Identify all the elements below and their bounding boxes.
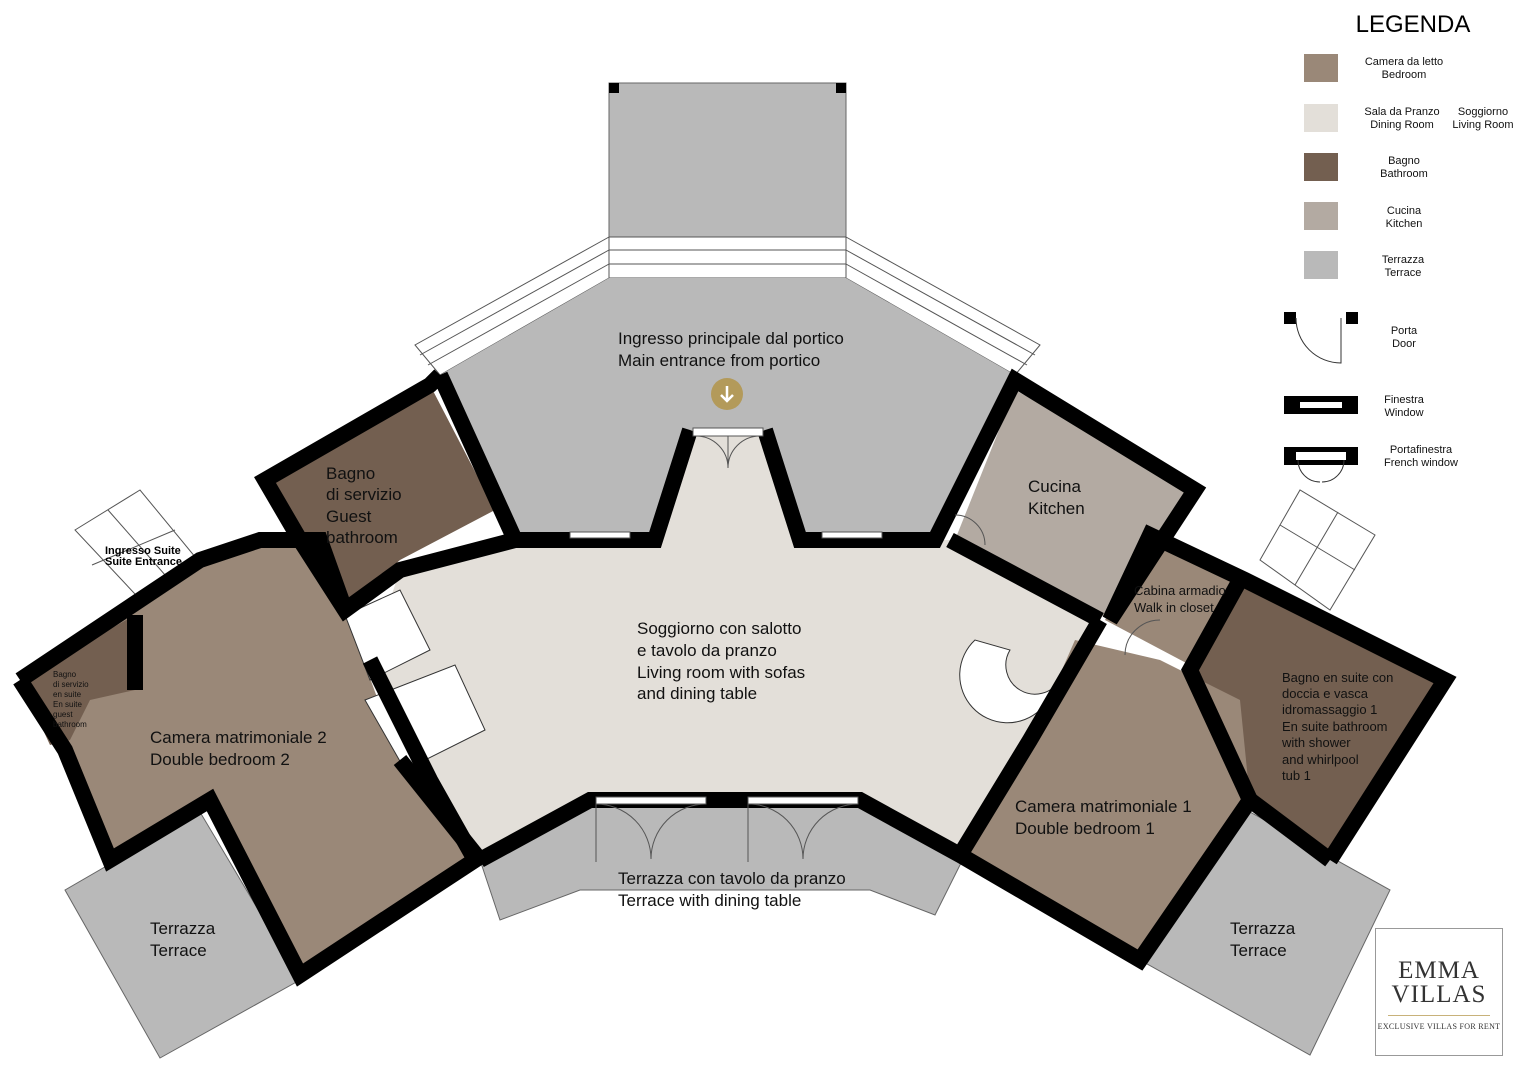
portico	[608, 82, 847, 238]
legend-swatch-kitchen	[1304, 202, 1338, 230]
living-room	[370, 430, 1100, 860]
emma-villas-logo: EMMA VILLAS EXCLUSIVE VILLAS FOR RENT	[1375, 928, 1503, 1056]
logo-divider	[1388, 1015, 1490, 1016]
legend-swatch-dining	[1304, 104, 1338, 132]
bedroom-1	[960, 640, 1250, 960]
legend-swatch-bathroom	[1304, 153, 1338, 181]
logo-tagline: EXCLUSIVE VILLAS FOR RENT	[1377, 1022, 1501, 1031]
staircase	[344, 589, 1061, 771]
doors	[595, 435, 1161, 862]
legend-swatch-bedroom	[1304, 54, 1338, 82]
openings	[569, 427, 883, 805]
logo-line2: VILLAS	[1391, 981, 1487, 1008]
french-window-symbol-icon	[1284, 447, 1358, 483]
legend-swatch-terrace	[1304, 251, 1338, 279]
logo-line1: EMMA	[1398, 957, 1480, 984]
legend-title: LEGENDA	[1356, 11, 1471, 38]
suite-entrance-steps	[74, 489, 1376, 611]
window-symbol-icon	[1284, 396, 1358, 414]
door-symbol-icon	[1284, 312, 1358, 364]
